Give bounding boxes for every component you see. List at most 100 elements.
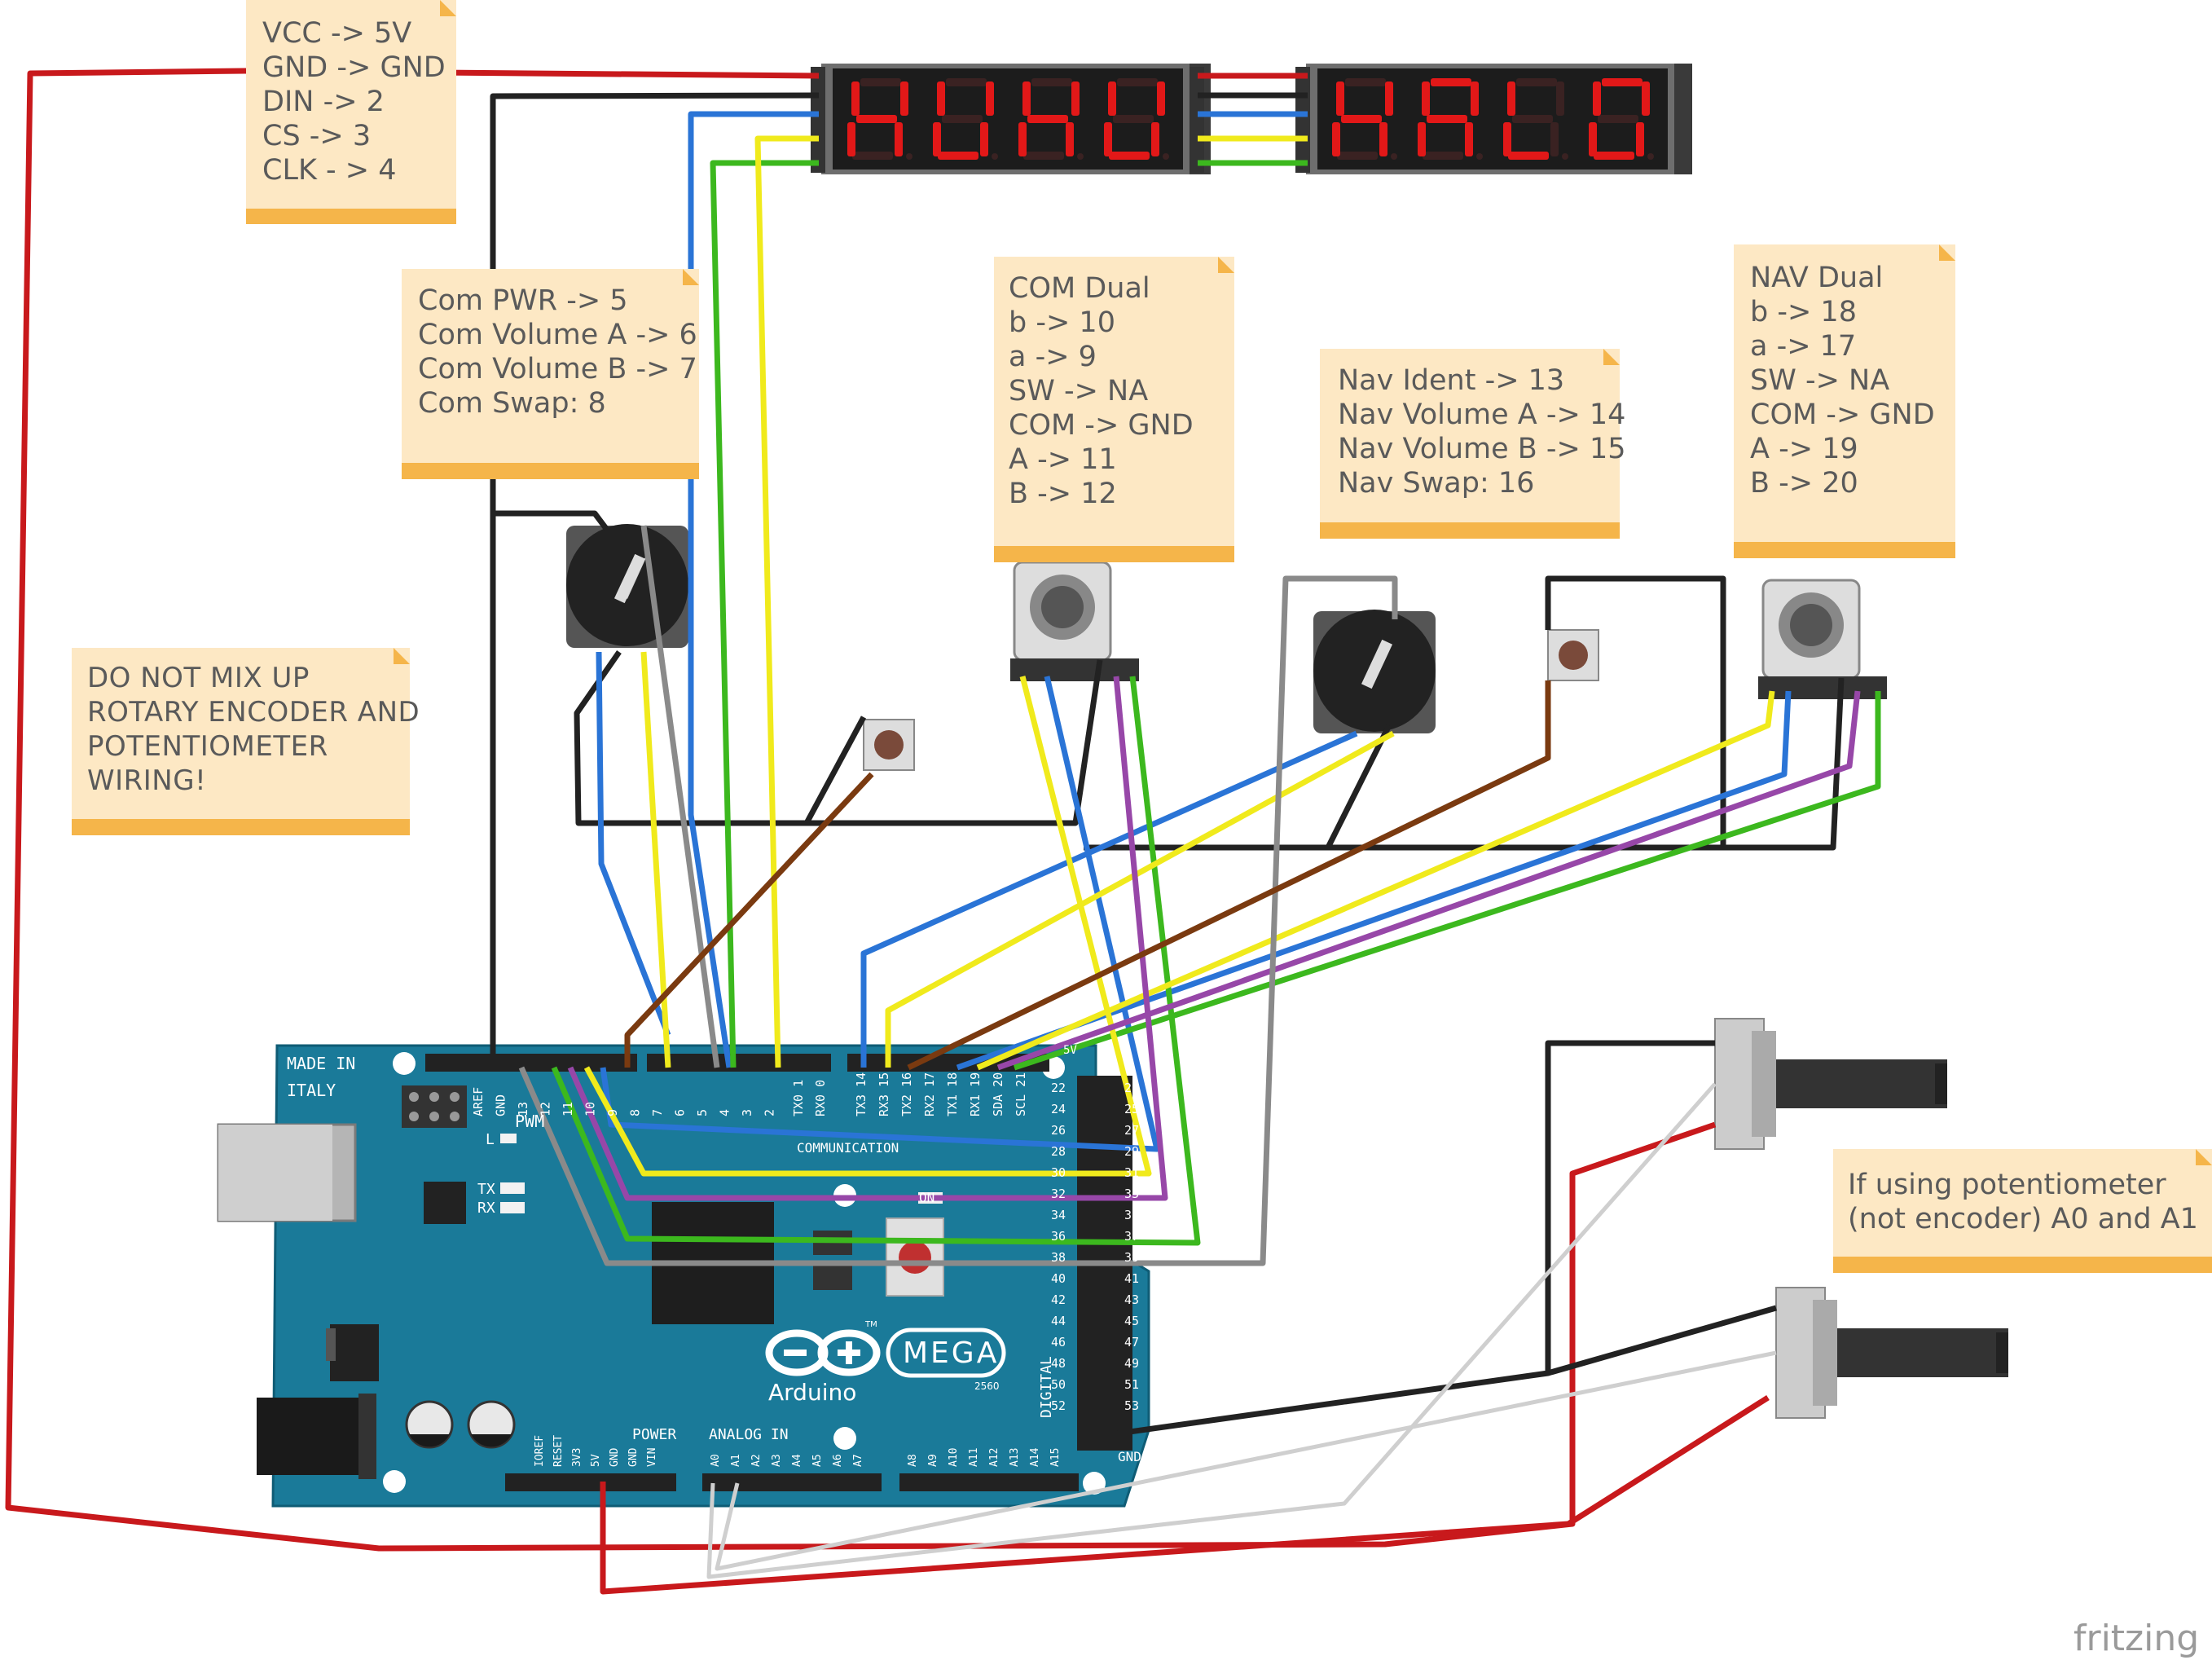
- analog-pin-label: A2: [750, 1454, 763, 1467]
- analog-pin-label: A0: [710, 1454, 722, 1467]
- top-pin-label: 7: [650, 1109, 665, 1116]
- board-tm: TM: [864, 1320, 877, 1329]
- note-com-power-line-3: Com Volume B -> 7: [418, 353, 697, 385]
- digital-pin-label: 23: [1124, 1081, 1139, 1095]
- board-label-digital: DIGITAL: [1038, 1356, 1055, 1418]
- analog-pin-label: A10: [948, 1448, 960, 1467]
- digital-pin-label: 41: [1124, 1271, 1139, 1286]
- board-made-in-line2: ITALY: [287, 1081, 336, 1100]
- digital-pin-label: 43: [1124, 1292, 1139, 1307]
- analog-pin-label: A4: [791, 1454, 803, 1467]
- digital-pin-label: 51: [1124, 1377, 1139, 1392]
- note-display-line-1: VCC -> 5V: [262, 17, 411, 50]
- board-label-pwm: PWM: [515, 1112, 544, 1131]
- note-com-dual-line-7: B -> 12: [1009, 478, 1117, 510]
- digital-pin-label: 53: [1124, 1398, 1139, 1413]
- digit-right-2: [1418, 78, 1483, 160]
- digital-pin-labels: 2224262830323436384042444648505223252729…: [1051, 1081, 1139, 1413]
- digit-right-4: [1589, 78, 1654, 160]
- note-display-line-4: CS -> 3: [262, 120, 371, 152]
- top-pin-label: 13: [516, 1102, 530, 1116]
- top-pin-label: RX3 15: [877, 1072, 891, 1116]
- top-pin-label: 9: [605, 1109, 620, 1116]
- analog-pin-label: A6: [832, 1454, 844, 1467]
- note-nav-dual-line-4: SW -> NA: [1750, 364, 1889, 397]
- rotary-encoder-com: [566, 524, 688, 648]
- top-pin-label: 12: [539, 1102, 553, 1116]
- digital-pin-label: 50: [1051, 1377, 1066, 1392]
- top-pin-label: 5: [695, 1109, 710, 1116]
- digital-pin-label: 32: [1051, 1187, 1066, 1201]
- digital-pin-label: 33: [1124, 1187, 1139, 1201]
- digit-right-3: [1503, 78, 1568, 160]
- power-pin-label: 5V: [590, 1454, 602, 1467]
- digital-pin-label: 27: [1124, 1123, 1139, 1138]
- digital-pin-label: 47: [1124, 1335, 1139, 1350]
- top-pin-label: 8: [628, 1109, 643, 1116]
- digital-pin-label: 45: [1124, 1314, 1139, 1328]
- digital-pin-label: 48: [1051, 1356, 1066, 1371]
- note-warning-line-2: ROTARY ENCODER AND: [87, 696, 420, 729]
- board-made-in-line1: MADE IN: [287, 1054, 355, 1073]
- top-pin-label: 3: [740, 1109, 754, 1116]
- analog-pin-label: A14: [1029, 1447, 1041, 1467]
- analog-pin-label: A13: [1009, 1448, 1021, 1467]
- board-label-rx: RX: [477, 1200, 495, 1217]
- power-pin-label: GND: [609, 1447, 621, 1467]
- analog-pin-label: A15: [1049, 1448, 1062, 1467]
- analog-pin-label: A7: [852, 1454, 864, 1467]
- digital-pin-label: 36: [1051, 1229, 1066, 1244]
- board-label-l: L: [486, 1131, 495, 1148]
- top-pin-label: SCL 21: [1014, 1072, 1028, 1116]
- arduino-logo: [765, 1328, 1006, 1378]
- top-pin-label: 10: [583, 1102, 598, 1116]
- note-nav-ident-line-3: Nav Volume B -> 15: [1338, 433, 1626, 465]
- note-pot-line-1: If using potentiometer: [1848, 1169, 2166, 1201]
- top-pin-label: SDA 20: [991, 1072, 1005, 1116]
- board-label-analog-in: ANALOG IN: [709, 1426, 789, 1443]
- note-nav-dual-line-1: NAV Dual: [1750, 262, 1883, 294]
- board-label-5v: 5V: [1063, 1044, 1077, 1057]
- digital-pin-label: 39: [1124, 1250, 1139, 1265]
- push-button-com[interactable]: [863, 719, 915, 771]
- digital-pin-label: 29: [1124, 1144, 1139, 1159]
- seven-segment-display-left: [821, 64, 1211, 174]
- note-com-dual-line-5: COM -> GND: [1009, 409, 1194, 442]
- top-pin-label: TX1 18: [945, 1072, 960, 1116]
- power-pin-label: 3V3: [571, 1448, 583, 1467]
- note-nav-ident-line-4: Nav Swap: 16: [1338, 467, 1534, 500]
- top-pin-label: 4: [718, 1109, 732, 1116]
- top-pin-label: TX2 16: [899, 1072, 914, 1116]
- note-display-line-2: GND -> GND: [262, 51, 446, 84]
- note-nav-dual-line-3: a -> 17: [1750, 330, 1856, 363]
- board-label-on: ON: [919, 1190, 934, 1205]
- board-label-power: POWER: [632, 1426, 676, 1443]
- digital-pin-label: 22: [1051, 1081, 1066, 1095]
- digital-pin-label: 44: [1051, 1314, 1066, 1328]
- digital-pin-label: 52: [1051, 1398, 1066, 1413]
- note-com-dual-line-3: a -> 9: [1009, 341, 1097, 373]
- potentiometer-a1: [1775, 1287, 2008, 1419]
- power-pin-label: VIN: [646, 1448, 658, 1467]
- digital-pin-label: 40: [1051, 1271, 1066, 1286]
- rotary-encoder-nav: [1313, 610, 1436, 733]
- seven-segment-display-right: [1306, 64, 1692, 174]
- note-nav-dual-line-2: b -> 18: [1750, 296, 1857, 328]
- push-button-nav[interactable]: [1547, 629, 1599, 681]
- top-pin-label: TX3 14: [854, 1072, 869, 1116]
- top-pin-label: 2: [763, 1109, 777, 1116]
- note-com-dual-line-4: SW -> NA: [1009, 375, 1148, 407]
- note-nav-ident-line-1: Nav Ident -> 13: [1338, 364, 1564, 397]
- digital-pin-label: 24: [1051, 1102, 1066, 1116]
- digital-pin-label: 28: [1051, 1144, 1066, 1159]
- analog-pin-label: A1: [730, 1454, 742, 1467]
- digit-left-1: [847, 78, 913, 160]
- note-nav-ident-line-2: Nav Volume A -> 14: [1338, 398, 1625, 431]
- note-warning-line-3: POTENTIOMETER: [87, 730, 328, 763]
- analog-pin-label: A11: [968, 1448, 980, 1467]
